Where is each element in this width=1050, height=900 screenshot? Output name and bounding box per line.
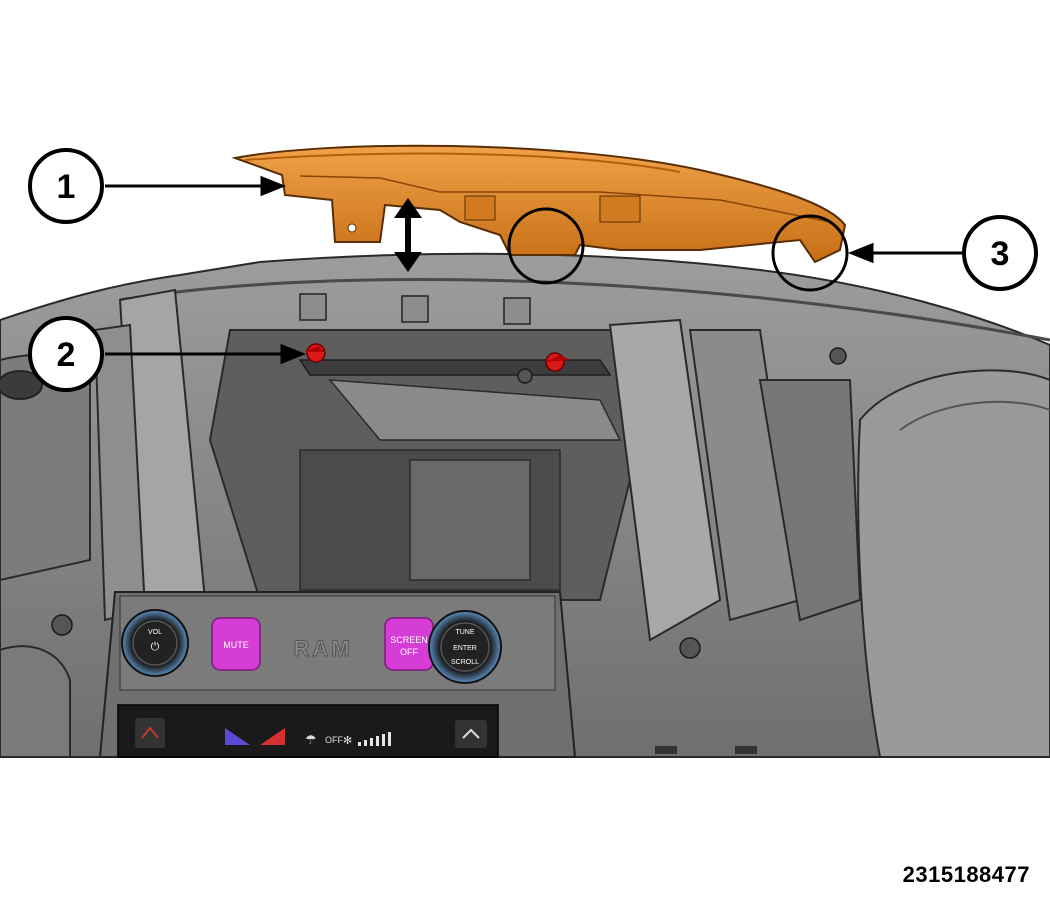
fastener-right	[545, 352, 570, 372]
callout-3: 3	[962, 215, 1038, 291]
climate-strip: ☂ OFF ✻	[117, 704, 499, 758]
chevron-up-icon	[462, 728, 480, 739]
figure-id: 2315188477	[902, 862, 1030, 887]
brand-logo-text: RAM	[293, 636, 352, 661]
fastener-left	[304, 343, 326, 363]
warm-temp-icon	[260, 728, 285, 745]
airflow-icon: ☂	[305, 733, 317, 748]
fan-off-label: OFF	[325, 735, 343, 745]
fasteners	[304, 343, 570, 372]
leader-lines	[105, 175, 965, 365]
mute-button: MUTE	[211, 617, 261, 671]
callout-1: 1	[28, 148, 104, 224]
screen-off-button: SCREEN OFF	[384, 617, 434, 671]
fan-speed-bars-icon	[358, 732, 391, 746]
upper-bezel	[231, 144, 847, 264]
scroll-label: SCROLL	[451, 659, 479, 666]
screen-off-label-line2: OFF	[400, 647, 418, 657]
mute-label: MUTE	[223, 640, 249, 650]
tune-label: TUNE	[455, 629, 474, 636]
power-icon: ⏻	[151, 640, 160, 653]
callout-1-number: 1	[57, 168, 76, 206]
vol-label: VOL	[148, 629, 162, 636]
enter-label: ENTER	[453, 645, 477, 652]
control-panel: VOL ⏻ MUTE RAM SCREEN OFF TUNE ENTER SCR…	[98, 591, 577, 758]
cool-temp-icon	[225, 728, 250, 745]
fan-icon: ✻	[343, 734, 352, 747]
retaining-clips	[299, 293, 531, 325]
callout-3-number: 3	[991, 235, 1010, 273]
tune-knob: TUNE ENTER SCROLL	[428, 610, 502, 684]
volume-knob: VOL ⏻	[121, 609, 189, 677]
screen-off-label-line1: SCREEN	[390, 635, 428, 645]
callout-2-number: 2	[57, 336, 76, 374]
clip-highlight-circles	[507, 207, 849, 292]
vertical-double-arrow-icon	[394, 198, 422, 272]
callout-2: 2	[28, 316, 104, 392]
